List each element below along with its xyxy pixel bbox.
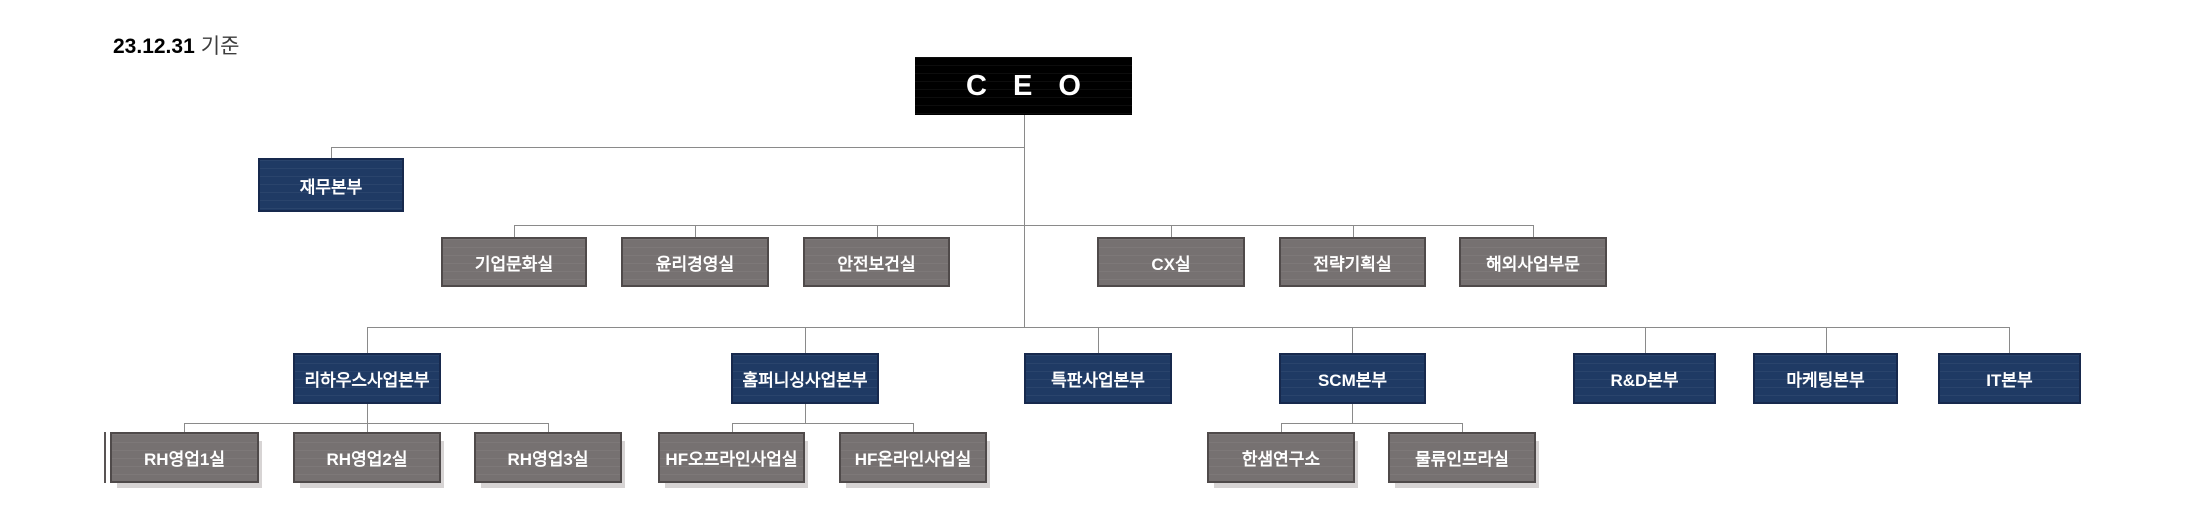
org-node-it-hq: IT본부 — [1938, 353, 2081, 404]
as-of-date-suffix: 기준 — [200, 35, 240, 58]
connector-hq-stub-1 — [367, 327, 368, 353]
connector-hq-stub-3 — [1098, 327, 1099, 353]
connector-staff-stub-6 — [1533, 225, 1534, 237]
connector-hq-horizontal — [367, 327, 2009, 328]
org-node-hanssem-research-institute: 한샘연구소 — [1207, 432, 1355, 483]
connector-hq-stub-2 — [805, 327, 806, 353]
connector-rehaus-stub-3 — [548, 423, 549, 432]
connector-finance-stub — [331, 147, 332, 158]
connector-rehaus-horizontal — [184, 423, 548, 424]
org-node-hf-online-business-office: HF온라인사업실 — [839, 432, 987, 483]
org-node-marketing-hq: 마케팅본부 — [1753, 353, 1898, 404]
connector-staff-stub-3 — [877, 225, 878, 237]
org-node-special-sales-business-hq: 특판사업본부 — [1024, 353, 1172, 404]
org-node-corporate-culture-office: 기업문화실 — [441, 237, 587, 287]
org-node-rnd-hq: R&D본부 — [1573, 353, 1716, 404]
org-node-safety-health-office: 안전보건실 — [803, 237, 950, 287]
connector-scm-drop — [1352, 404, 1353, 423]
connector-staff-stub-2 — [695, 225, 696, 237]
connector-finance-horizontal — [331, 147, 1025, 148]
connector-ceo-vertical — [1024, 115, 1025, 327]
org-node-scm-hq: SCM본부 — [1279, 353, 1426, 404]
rh-sales1-left-edge-line — [104, 432, 106, 483]
connector-hq-stub-4 — [1352, 327, 1353, 353]
org-node-strategy-planning-office: 전략기획실 — [1279, 237, 1426, 287]
connector-homefurnishing-horizontal — [732, 423, 913, 424]
connector-hq-stub-5 — [1645, 327, 1646, 353]
org-node-overseas-business-division: 해외사업부문 — [1459, 237, 1607, 287]
connector-hq-stub-6 — [1826, 327, 1827, 353]
connector-homefurnishing-stub-1 — [732, 423, 733, 432]
connector-staff-stub-4 — [1171, 225, 1172, 237]
org-node-hf-offline-business-office: HF오프라인사업실 — [658, 432, 805, 483]
connector-homefurnishing-stub-2 — [913, 423, 914, 432]
connector-homefurnishing-drop — [805, 404, 806, 423]
org-node-rh-sales-office-2: RH영업2실 — [293, 432, 441, 483]
connector-rehaus-drop — [367, 404, 368, 423]
org-node-rh-sales-office-1: RH영업1실 — [110, 432, 259, 483]
org-node-rh-sales-office-3: RH영업3실 — [474, 432, 622, 483]
connector-scm-horizontal — [1281, 423, 1462, 424]
connector-rehaus-stub-1 — [184, 423, 185, 432]
org-node-homefurnishing-business-hq: 홈퍼니싱사업본부 — [731, 353, 879, 404]
org-node-logistics-infra-office: 물류인프라실 — [1388, 432, 1536, 483]
connector-scm-stub-2 — [1462, 423, 1463, 432]
org-node-ethics-management-office: 윤리경영실 — [621, 237, 769, 287]
connector-staff-stub-5 — [1353, 225, 1354, 237]
connector-hq-stub-7 — [2009, 327, 2010, 353]
connector-staff-horizontal — [514, 225, 1533, 226]
connector-rehaus-stub-2 — [367, 423, 368, 432]
connector-scm-stub-1 — [1281, 423, 1282, 432]
org-node-rehaus-business-hq: 리하우스사업본부 — [293, 353, 441, 404]
org-node-cx-office: CX실 — [1097, 237, 1245, 287]
org-node-finance-hq: 재무본부 — [258, 158, 404, 212]
org-node-ceo: C E O — [915, 57, 1132, 115]
as-of-date-value: 23.12.31 — [113, 35, 195, 58]
connector-staff-stub-1 — [514, 225, 515, 237]
